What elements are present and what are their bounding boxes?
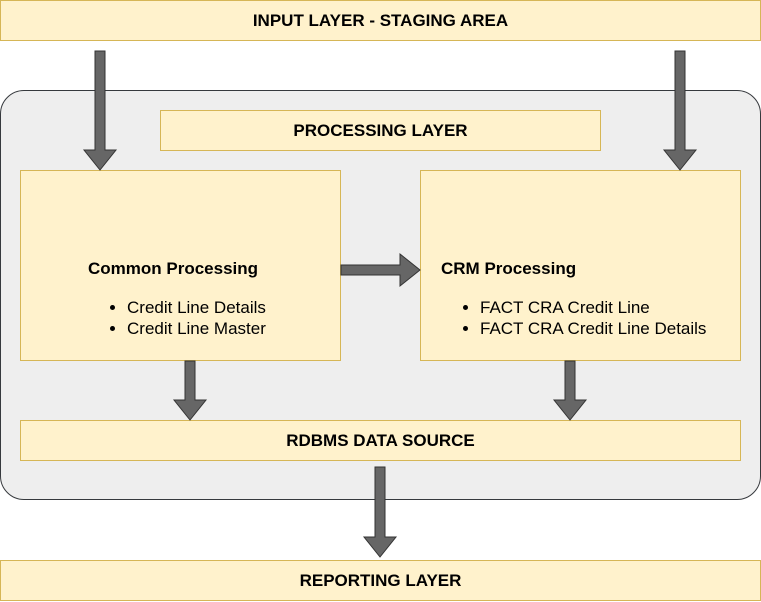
list-item: FACT CRA Credit Line: [462, 297, 706, 318]
list-item: Credit Line Master: [109, 318, 266, 339]
reporting-layer-box: REPORTING LAYER: [0, 560, 761, 601]
common-processing-title: Common Processing: [88, 259, 259, 278]
list-item: FACT CRA Credit Line Details: [462, 318, 706, 339]
processing-layer-box: PROCESSING LAYER: [160, 110, 601, 151]
crm-processing-list: FACT CRA Credit Line FACT CRA Credit Lin…: [462, 297, 706, 339]
processing-layer-label: PROCESSING LAYER: [293, 120, 468, 140]
common-processing-box: Common Processing Credit Line Details Cr…: [20, 170, 341, 361]
crm-processing-box: CRM Processing FACT CRA Credit Line FACT…: [420, 170, 741, 361]
common-processing-list: Credit Line Details Credit Line Master: [109, 297, 266, 339]
list-item: Credit Line Details: [109, 297, 266, 318]
reporting-layer-label: REPORTING LAYER: [299, 570, 462, 590]
rdbms-data-source-box: RDBMS DATA SOURCE: [20, 420, 741, 461]
input-layer-box: INPUT LAYER - STAGING AREA: [0, 0, 761, 41]
rdbms-data-source-label: RDBMS DATA SOURCE: [286, 430, 475, 450]
crm-processing-title: CRM Processing: [441, 259, 577, 278]
input-layer-label: INPUT LAYER - STAGING AREA: [252, 10, 509, 30]
